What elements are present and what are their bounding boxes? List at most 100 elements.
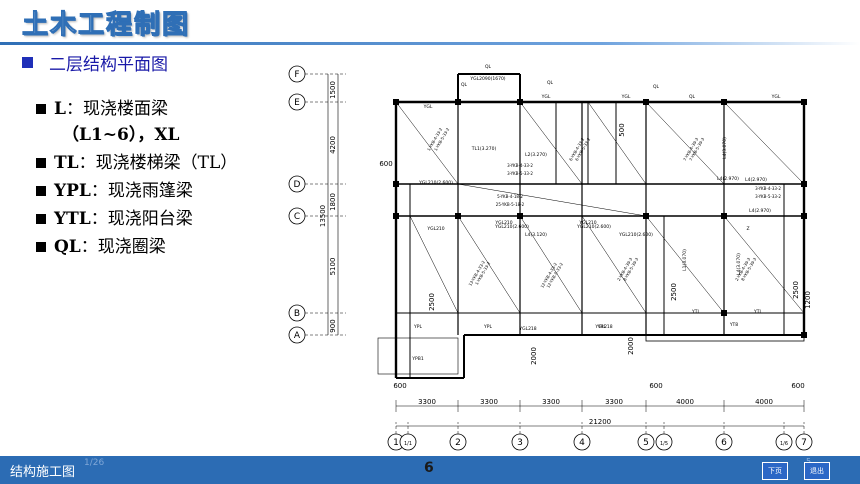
row-dimension: 4200 [329, 136, 337, 154]
structural-column [393, 181, 399, 187]
beam-code: QL [54, 237, 81, 257]
row-axis-label: E [294, 98, 300, 108]
list-item: YTL：现浇阳台梁 [36, 206, 298, 232]
beam-label: YT8 [729, 322, 738, 328]
column-axis-label: 1/1 [404, 441, 412, 447]
column-axis-label: 1 [393, 438, 399, 448]
beam-label: YPB1 [411, 356, 424, 362]
beam-description: ：现浇圈梁 [80, 237, 166, 257]
column-axis-label: 2 [455, 438, 461, 448]
interior-dimension: 500 [618, 123, 626, 136]
beam-label: YGL210(2.600) [418, 180, 453, 186]
structural-column [643, 99, 649, 105]
beam-label: Z [746, 226, 749, 232]
beam-label: QL [461, 82, 468, 88]
beam-label: QL [547, 80, 554, 86]
next-page-button[interactable]: 下页 [762, 462, 788, 480]
overhang-dimension: 600 [649, 382, 662, 390]
beam-label: YPL [597, 324, 606, 330]
slab-diagonal [645, 215, 725, 314]
slab-diagonal [457, 183, 647, 217]
footer-bar: 结构施工图 1/26 6 5 下页 退出 [0, 456, 860, 484]
interior-dimension: 2500 [428, 293, 436, 311]
slab-diagonal [409, 215, 459, 314]
ghost-page-index: 5 [806, 457, 811, 466]
slab-label: 25-YKB-5-18-2 [496, 202, 525, 207]
slab-label: 3-YKB-5-33-2 [507, 171, 533, 176]
bay-dimension: 3300 [480, 398, 498, 406]
column-axis-label: 7 [801, 438, 807, 448]
column-axis-label: 5 [643, 438, 649, 448]
beam-code: YTL [54, 209, 91, 229]
beam-label: YTL [753, 309, 762, 315]
list-item: QL：现浇圈梁 [36, 234, 298, 260]
beam-label: L4(3.070) [722, 137, 728, 159]
page-number: 6 [424, 460, 434, 476]
beam-label: YGL210(2.600) [494, 224, 529, 230]
beam-label: YGL210(2.600) [618, 232, 653, 238]
left-offset-dimension: 600 [379, 160, 392, 168]
page-title: 土木工程制图 [21, 10, 191, 41]
square-bullet-icon [22, 57, 33, 68]
structural-column [455, 213, 461, 219]
canopy-slab [377, 337, 459, 375]
section-heading-text: 二层结构平面图 [49, 55, 168, 75]
bay-dimension: 4000 [676, 398, 694, 406]
beam-code: L [54, 99, 66, 119]
bay-dimension: 3300 [418, 398, 436, 406]
overhang-dimension: 600 [791, 382, 804, 390]
interior-dimension: 2500 [792, 281, 800, 299]
beam-description: ：现浇阳台梁 [90, 209, 193, 229]
column-axis-label: 1/6 [780, 441, 788, 447]
bay-dimension: 3300 [542, 398, 560, 406]
square-bullet-icon [36, 242, 46, 252]
beam-label: L2(3.270) [525, 152, 547, 158]
beam-label: YGL218 [518, 326, 536, 332]
row-dimension: 900 [329, 319, 337, 332]
footer-section-label: 结构施工图 [10, 465, 76, 480]
interior-dimension: 2500 [670, 283, 678, 301]
beam-description: ：现浇楼梯梁（TL） [78, 153, 238, 173]
beam-legend-list: L：现浇楼面梁 （L1~6），XL TL：现浇楼梯梁（TL） YPL：现浇雨篷梁… [36, 96, 298, 262]
slab-diagonal [581, 215, 647, 314]
beam-label: YGL210 [494, 220, 512, 226]
beam-label: QL [485, 64, 492, 70]
list-item: TL：现浇楼梯梁（TL） [36, 150, 298, 176]
row-axis-label: A [294, 331, 301, 341]
row-dimension: 5100 [329, 258, 337, 276]
beam-label: YGL210(2.600) [576, 224, 611, 230]
beam-label: L4(2.970) [749, 208, 771, 214]
beam-label: YGL [423, 104, 433, 110]
beam-description: ：现浇楼面梁 [65, 99, 168, 119]
structural-column [393, 213, 399, 219]
row-total-dimension: 13500 [319, 205, 327, 227]
beam-label: YGL210 [578, 220, 596, 226]
column-axis-label: 4 [579, 438, 585, 448]
slab-diagonal [645, 101, 725, 185]
slab-label: 3-YKB-5-33-2 [755, 194, 781, 199]
structural-column [455, 99, 461, 105]
beam-label: QL [653, 84, 660, 90]
beam-label: YTL [691, 309, 700, 315]
structural-column [643, 213, 649, 219]
exit-button[interactable]: 退出 [804, 462, 830, 480]
slab-diagonal [457, 215, 521, 314]
slab-diagonal [519, 215, 583, 314]
beam-label: YGL [621, 94, 631, 100]
slab-diagonal [519, 101, 583, 185]
row-dimension: 1500 [329, 81, 337, 99]
total-dimension: 21200 [589, 418, 611, 426]
structural-column [721, 213, 727, 219]
overhang-dimension: 600 [393, 382, 406, 390]
square-bullet-icon [36, 158, 46, 168]
slab-diagonal [395, 101, 459, 185]
beam-label: YPL [483, 324, 492, 330]
section-heading: 二层结构平面图 [22, 50, 168, 75]
square-bullet-icon [36, 104, 46, 114]
beam-label: L4(2.970) [745, 177, 767, 183]
slab-label: 3-YKB-4-33-2 [755, 186, 781, 191]
row-axis-label: B [294, 309, 300, 319]
slab-diagonal [723, 215, 805, 314]
structural-column [801, 213, 807, 219]
